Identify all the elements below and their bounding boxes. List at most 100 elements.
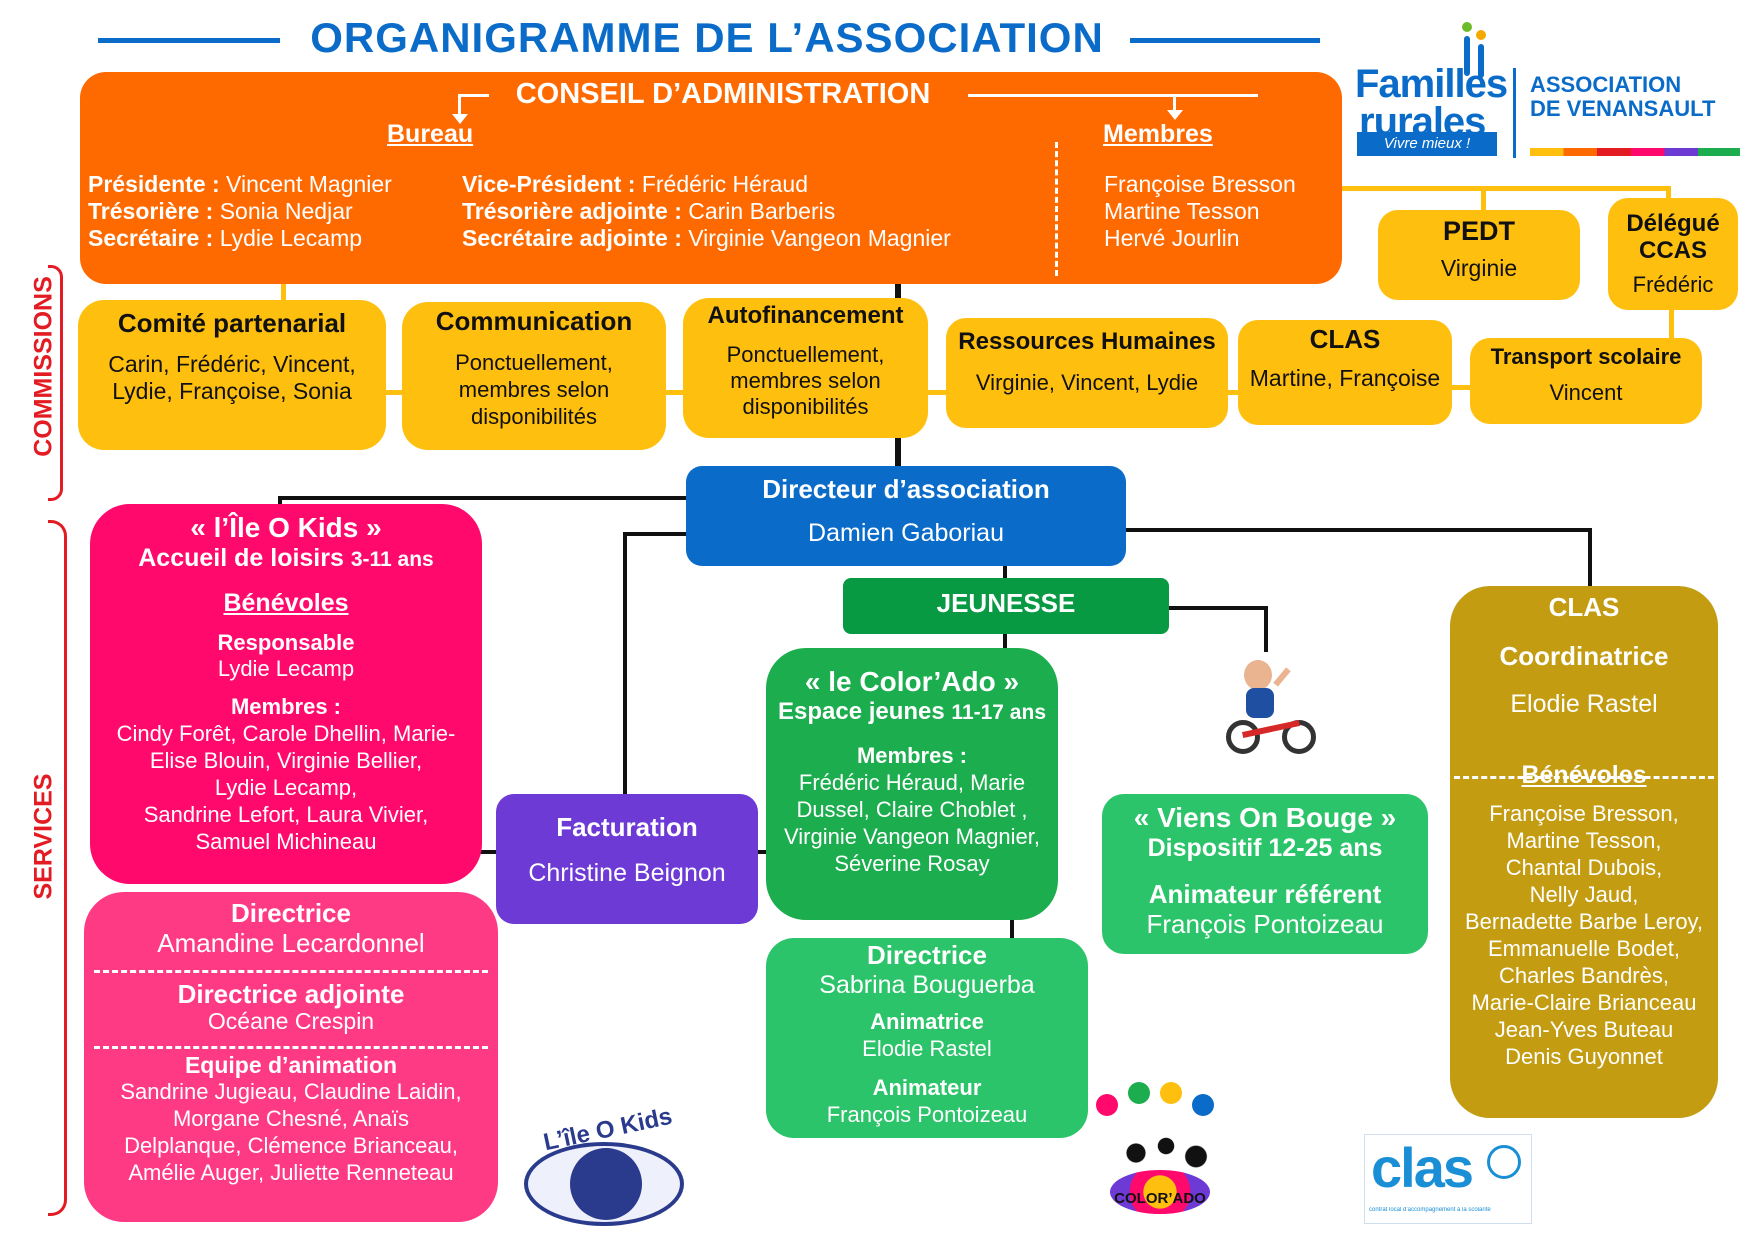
arrow-down-right-icon [1173,94,1176,112]
communication-line2: membres selon [458,377,610,402]
clas-commission-box: CLAS Martine, Françoise [1238,320,1452,425]
clas-divider [1454,776,1714,779]
colorado-logo-text: COLOR’ADO [1114,1190,1206,1207]
clas-logo-text: clas [1371,1136,1474,1199]
commissions-bracket [48,265,63,501]
tres-adj-name: Carin Barberis [688,198,836,224]
colorado-title: « le Color’Ado » [804,666,1020,697]
colorado-subtitle-text: Espace jeunes [777,698,952,725]
transport-line1: Vincent [1549,380,1623,405]
comite-line1: Carin, Frédéric, Vincent, [108,351,356,377]
connector [1010,920,1014,940]
staff-divider [94,1046,488,1049]
colorado-directrice: Sabrina Bouguerba [819,971,1035,999]
conseil-administration-box: CONSEIL D’ADMINISTRATION Bureau Membres … [80,72,1342,284]
clas-service-title: CLAS [1548,592,1620,622]
clas-benevole-line: Chantal Dubois, [1505,855,1663,880]
clas-commission-title: CLAS [1309,324,1381,354]
ilekids-logo: L’île O Kids [516,1103,694,1230]
presidente-name: Vincent Magnier [226,171,392,197]
connector [926,390,948,395]
ilekids-benevoles: Bénévoles [223,589,349,617]
ilekids-responsable-label: Responsable [217,630,355,655]
clas-benevole-line: Marie-Claire Brianceau [1471,990,1697,1015]
colorado-logo: COLOR’ADO [1090,1078,1230,1234]
logo-assoc-line1: ASSOCIATION [1530,72,1682,97]
membre-item: Françoise Bresson [1104,171,1296,197]
clas-benevole-line: Nelly Jaud, [1529,882,1639,907]
connector [1166,606,1266,610]
colorado-animatrice: Elodie Rastel [862,1036,992,1061]
connector [623,532,627,794]
sec-adj-label: Secrétaire adjointe : [462,225,689,251]
vob-subtitle: Dispositif 12-25 ans [1147,834,1383,862]
connector [1588,528,1592,618]
clas-benevole-line: Emmanuelle Bodet, [1488,936,1680,961]
connector [474,850,498,854]
autofinancement-line1: Ponctuellement, [726,342,885,367]
colorado-bubble-yellow [1160,1082,1182,1104]
ilekids-staff-box: Directrice Amandine Lecardonnel Directri… [84,892,498,1222]
logo-assoc-line2: DE VENANSAULT [1530,96,1716,121]
ilekids-membres-label: Membres : [230,694,342,719]
comite-line2: Lydie, Françoise, Sonia [112,378,352,404]
logo-tagline: Vivre mieux ! [1357,132,1497,156]
arrow-left-icon [459,94,489,97]
cyclist-icon [1226,654,1320,764]
logo-divider [1513,68,1516,158]
rh-title: Ressources Humaines [958,328,1216,355]
ilekids-title: « l’Île O Kids » [190,512,382,543]
autofinancement-title: Autofinancement [707,302,904,329]
facturation-box: Facturation Christine Beignon [496,794,758,924]
autofinancement-box: Autofinancement Ponctuellement, membres … [683,298,928,438]
ilekids-equipe-line: Morgane Chesné, Anaïs [172,1106,410,1131]
connector [1003,562,1007,578]
vob-ref: François Pontoizeau [1146,909,1384,939]
ilekids-equipe-line: Amélie Auger, Juliette Renneteau [128,1160,454,1185]
connector [1669,305,1674,341]
clas-benevole-line: Jean-Yves Buteau [1494,1017,1674,1042]
ilekids-adjointe-label: Directrice adjointe [177,979,405,1009]
clas-benevole-line: Denis Guyonnet [1505,1044,1663,1069]
connector [281,280,286,300]
ilekids-membre-line: Elise Blouin, Virginie Bellier, [149,748,423,773]
directeur-name: Damien Gaboriau [808,519,1004,547]
connector [1666,186,1671,202]
ilekids-subtitle-text: Accueil de loisirs [138,544,351,572]
colorado-subtitle: Espace jeunes 11-17 ans [766,698,1058,726]
staff-divider [94,970,488,973]
rh-line1: Virginie, Vincent, Lydie [975,370,1199,395]
connector [384,390,404,395]
communication-box: Communication Ponctuellement, membres se… [402,302,666,450]
colorado-bubble-blue [1192,1094,1214,1116]
secretaire-label: Secrétaire : [88,225,220,251]
eye-pupil [570,1148,642,1220]
colorado-membre-line: Frédéric Héraud, Marie [798,770,1026,795]
ilekids-equipe-label: Equipe d’animation [184,1052,398,1078]
ilekids-equipe-line: Sandrine Jugieau, Claudine Laidin, [120,1079,462,1104]
services-bracket [48,520,67,1216]
logo-figures-icon [1460,22,1490,82]
clas-coord: Elodie Rastel [1510,690,1658,718]
clas-service-box: CLAS Coordinatrice Elodie Rastel Bénévol… [1450,586,1718,1118]
bureau-left-column: Présidente : Vincent Magnier Trésorière … [88,171,392,252]
ilekids-equipe-line: Delplanque, Clémence Brianceau, [124,1133,458,1158]
colorado-paint [1110,1170,1210,1214]
title-rule-left [98,38,280,43]
clas-commission-line1: Martine, Françoise [1249,365,1441,391]
bureau-right-column: Vice-Président : Frédéric Héraud Trésori… [462,171,951,252]
presidente-label: Présidente : [88,171,227,197]
colorado-membre-line: Séverine Rosay [834,851,990,876]
sec-adj-name: Virginie Vangeon Magnier [688,225,951,251]
bureau-membres-divider [1055,142,1058,276]
tresoriere-name: Sonia Nedjar [219,198,353,224]
ilekids-adjointe: Océane Crespin [207,1008,375,1034]
connector [1340,186,1670,191]
membres-list: Françoise Bresson Martine Tesson Hervé J… [1104,171,1296,252]
title-rule-right [1130,38,1320,43]
pedt-name: Virginie [1440,255,1518,281]
communication-line3: disponibilités [471,404,597,429]
comite-partenarial-box: Comité partenarial Carin, Frédéric, Vinc… [78,300,386,450]
connector [666,390,686,395]
jeunesse-box: JEUNESSE [843,578,1169,634]
